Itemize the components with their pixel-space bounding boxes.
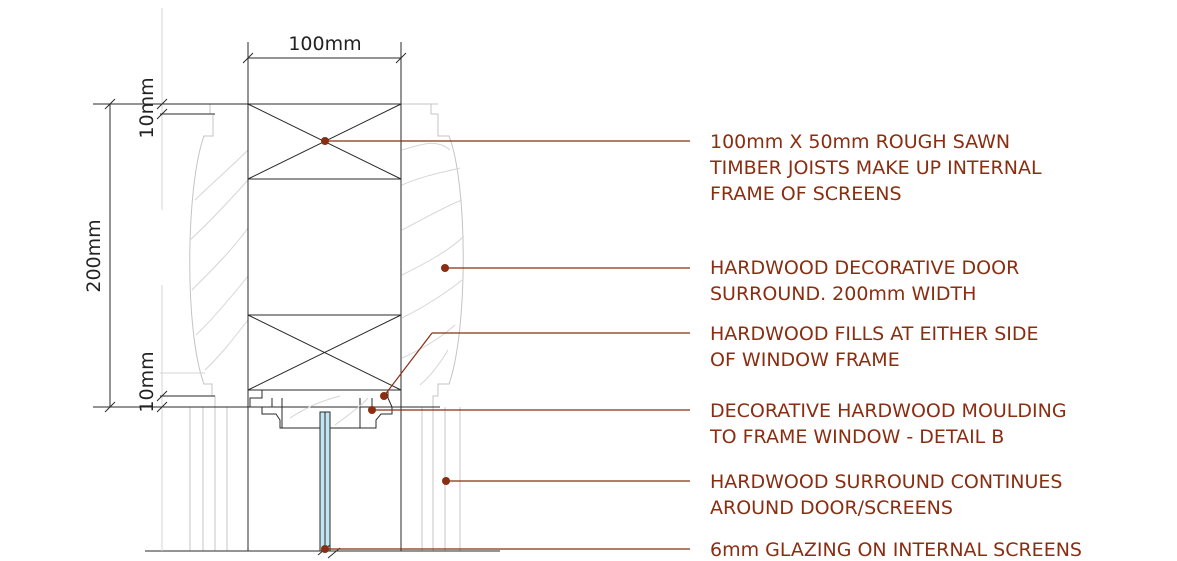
annotation-line: HARDWOOD DECORATIVE DOOR — [710, 257, 1019, 279]
dimension-top-offset-label: 10mm — [136, 77, 158, 138]
leader-dot-continues — [442, 477, 450, 485]
annotation-line: FRAME OF SCREENS — [710, 183, 902, 205]
glazing-pane — [317, 411, 341, 559]
leader-dot-glazing — [321, 545, 329, 553]
leader-dot-moulding — [368, 406, 376, 414]
dimension-lines — [93, 8, 407, 551]
annotation-joists: 100mm X 50mm ROUGH SAWN TIMBER JOISTS MA… — [709, 131, 1042, 205]
annotation-line: SURROUND. 200mm WIDTH — [710, 283, 976, 305]
annotation-line: TO FRAME WINDOW - DETAIL B — [709, 426, 1004, 448]
leader-dot-surround — [441, 264, 449, 272]
annotation-line: 100mm X 50mm ROUGH SAWN — [710, 131, 1010, 153]
annotation-line: DECORATIVE HARDWOOD MOULDING — [710, 400, 1067, 422]
annotation-moulding: DECORATIVE HARDWOOD MOULDING TO FRAME WI… — [709, 400, 1067, 448]
hardwood-surround — [189, 103, 465, 551]
dimension-bottom-offset-label: 10mm — [136, 351, 158, 412]
annotation-line: AROUND DOOR/SCREENS — [710, 497, 953, 519]
leader-dot-joists — [321, 137, 329, 145]
annotation-surround: HARDWOOD DECORATIVE DOOR SURROUND. 200mm… — [710, 257, 1019, 305]
annotation-line: 6mm GLAZING ON INTERNAL SCREENS — [710, 539, 1082, 561]
annotation-line: OF WINDOW FRAME — [710, 349, 900, 371]
annotation-fills: HARDWOOD FILLS AT EITHER SIDE OF WINDOW … — [710, 323, 1039, 371]
bottom-joist — [247, 314, 402, 391]
annotation-continues: HARDWOOD SURROUND CONTINUES AROUND DOOR/… — [710, 471, 1062, 519]
annotation-line: TIMBER JOISTS MAKE UP INTERNAL — [709, 157, 1042, 179]
leader-dot-fills — [380, 392, 388, 400]
dimension-height-label: 200mm — [83, 219, 105, 292]
dimension-width-label: 100mm — [288, 33, 361, 55]
annotation-leaders — [321, 137, 690, 553]
annotation-glazing: 6mm GLAZING ON INTERNAL SCREENS — [710, 539, 1082, 561]
annotation-line: HARDWOOD SURROUND CONTINUES — [710, 471, 1062, 493]
annotation-line: HARDWOOD FILLS AT EITHER SIDE — [710, 323, 1039, 345]
